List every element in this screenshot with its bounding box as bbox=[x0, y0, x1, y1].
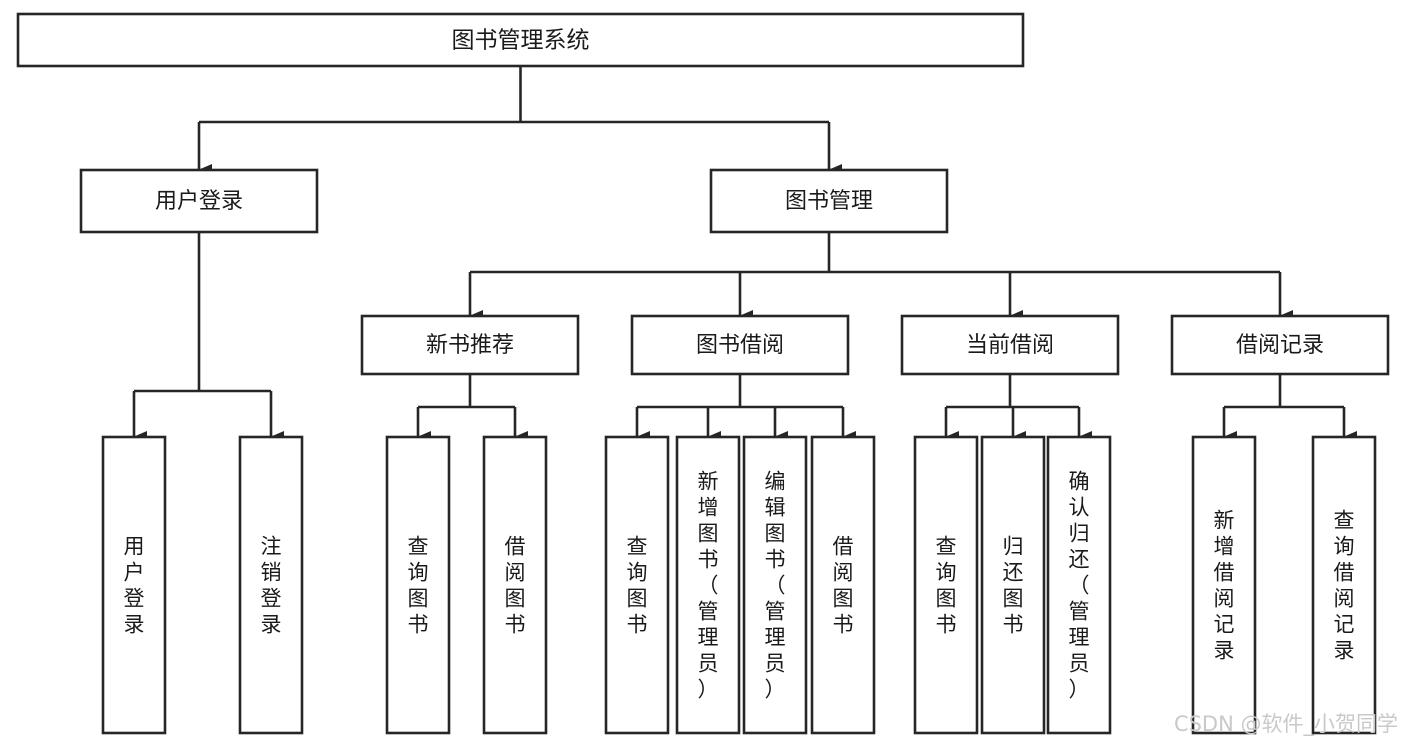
csdn-watermark: CSDN @软件_小贺同学 bbox=[1174, 712, 1398, 737]
leaf-node-leaf-add-book[interactable]: 新增图书（管理员） bbox=[675, 435, 741, 735]
leaf-box-leaf-add-record bbox=[1191, 435, 1257, 735]
leaf-label-leaf-query-book-3: 查询图书 bbox=[936, 534, 957, 636]
leaf-box-leaf-query-book-1 bbox=[385, 435, 451, 735]
leaf-box-leaf-user-login bbox=[101, 435, 167, 735]
leaf-label-leaf-borrow-book-1: 借阅图书 bbox=[505, 534, 526, 636]
leaf-box-leaf-query-record bbox=[1311, 435, 1377, 735]
leaf-label-leaf-user-login: 用户登录 bbox=[124, 534, 145, 636]
leaf-label-leaf-borrow-book-2: 借阅图书 bbox=[833, 534, 854, 636]
leaf-label-leaf-query-record: 查询借阅记录 bbox=[1334, 508, 1355, 662]
leaf-label-leaf-edit-book: 编辑图书（管理员） bbox=[765, 469, 786, 701]
leaf-label-leaf-confirm-return: 确认归还（管理员） bbox=[1069, 469, 1090, 701]
leaf-node-leaf-borrow-book-2[interactable]: 借阅图书 bbox=[810, 435, 876, 735]
node-current-borrow[interactable]: 当前借阅 bbox=[900, 314, 1120, 376]
leaf-node-leaf-user-logout[interactable]: 注销登录 bbox=[238, 435, 304, 735]
node-borrow-record[interactable]: 借阅记录 bbox=[1170, 314, 1390, 376]
leaf-label-leaf-query-book-2: 查询图书 bbox=[627, 534, 648, 636]
leaf-node-leaf-user-login[interactable]: 用户登录 bbox=[101, 435, 167, 735]
node-box-user-login bbox=[79, 168, 319, 234]
leaf-node-leaf-query-book-2[interactable]: 查询图书 bbox=[604, 435, 670, 735]
leaf-label-leaf-return-book: 归还图书 bbox=[1003, 534, 1024, 636]
leaf-node-leaf-query-book-1[interactable]: 查询图书 bbox=[385, 435, 451, 735]
leaf-node-leaf-edit-book[interactable]: 编辑图书（管理员） bbox=[742, 435, 808, 735]
node-box-borrow-record bbox=[1170, 314, 1390, 376]
leaf-node-leaf-borrow-book-1[interactable]: 借阅图书 bbox=[482, 435, 548, 735]
node-box-current-borrow bbox=[900, 314, 1120, 376]
leaf-box-leaf-query-book-3 bbox=[913, 435, 979, 735]
leaf-node-leaf-confirm-return[interactable]: 确认归还（管理员） bbox=[1046, 435, 1112, 735]
node-label-current-borrow: 当前借阅 bbox=[966, 333, 1054, 358]
leaf-box-leaf-borrow-book-1 bbox=[482, 435, 548, 735]
node-layer: 图书管理系统用户登录图书管理新书推荐图书借阅当前借阅借阅记录用户登录注销登录查询… bbox=[16, 12, 1390, 735]
node-box-undefined bbox=[16, 12, 1025, 68]
leaf-label-leaf-query-book-1: 查询图书 bbox=[408, 534, 429, 636]
node-label-undefined: 图书管理系统 bbox=[452, 28, 590, 54]
node-user-login[interactable]: 用户登录 bbox=[79, 168, 319, 234]
leaf-box-leaf-return-book bbox=[980, 435, 1046, 735]
node-label-borrow-record: 借阅记录 bbox=[1236, 333, 1324, 358]
node-label-book-manage: 图书管理 bbox=[785, 189, 873, 214]
leaf-box-leaf-confirm-return bbox=[1046, 435, 1112, 735]
leaf-node-leaf-query-record[interactable]: 查询借阅记录 bbox=[1311, 435, 1377, 735]
leaf-box-leaf-add-book bbox=[675, 435, 741, 735]
leaf-box-leaf-edit-book bbox=[742, 435, 808, 735]
leaf-label-leaf-add-book: 新增图书（管理员） bbox=[698, 469, 719, 701]
leaf-node-leaf-add-record[interactable]: 新增借阅记录 bbox=[1191, 435, 1257, 735]
node-book-borrow[interactable]: 图书借阅 bbox=[630, 314, 850, 376]
node-book-manage[interactable]: 图书管理 bbox=[709, 168, 949, 234]
leaf-node-leaf-query-book-3[interactable]: 查询图书 bbox=[913, 435, 979, 735]
node-label-user-login: 用户登录 bbox=[155, 189, 243, 214]
leaf-label-leaf-add-record: 新增借阅记录 bbox=[1214, 508, 1235, 662]
connector-layer bbox=[132, 66, 1357, 443]
leaf-box-leaf-user-logout bbox=[238, 435, 304, 735]
node-new-book-recommend[interactable]: 新书推荐 bbox=[360, 314, 580, 376]
leaf-label-leaf-user-logout: 注销登录 bbox=[261, 534, 282, 636]
node-label-new-book-recommend: 新书推荐 bbox=[426, 333, 514, 358]
node-undefined[interactable]: 图书管理系统 bbox=[16, 12, 1025, 68]
node-box-book-manage bbox=[709, 168, 949, 234]
leaf-node-leaf-return-book[interactable]: 归还图书 bbox=[980, 435, 1046, 735]
node-box-new-book-recommend bbox=[360, 314, 580, 376]
leaf-box-leaf-query-book-2 bbox=[604, 435, 670, 735]
leaf-box-leaf-borrow-book-2 bbox=[810, 435, 876, 735]
node-box-book-borrow bbox=[630, 314, 850, 376]
node-label-book-borrow: 图书借阅 bbox=[696, 333, 784, 358]
